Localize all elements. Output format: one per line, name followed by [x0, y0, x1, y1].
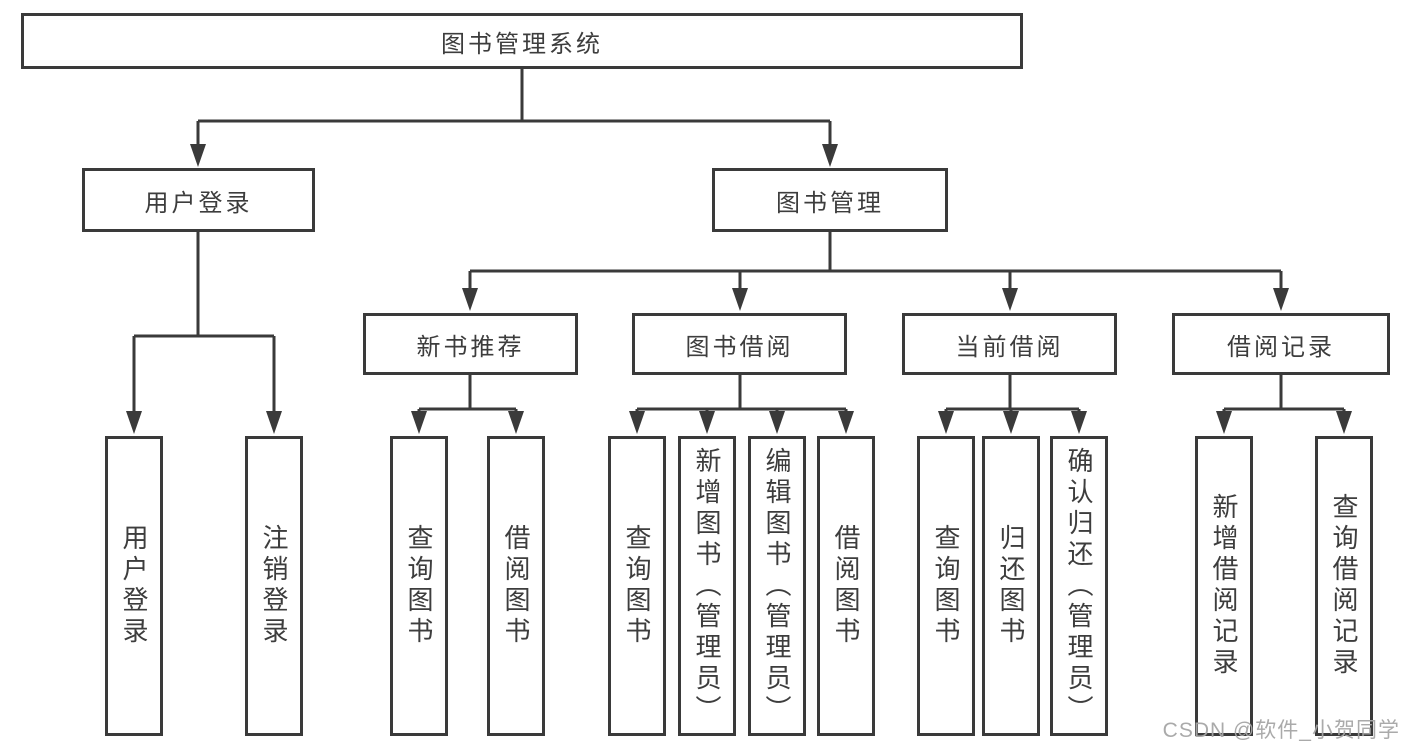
leaf-cb-return-books-label: 归还图书 — [996, 524, 1026, 648]
node-borrowing-records-label: 借阅记录 — [1227, 333, 1335, 361]
leaf-br-add-record-label: 新增借阅记录 — [1209, 493, 1239, 679]
node-new-book-recommend: 新书推荐 — [363, 313, 578, 375]
node-root-label: 图书管理系统 — [441, 30, 603, 58]
node-current-borrowing: 当前借阅 — [902, 313, 1117, 375]
leaf-cb-query-books: 查询图书 — [917, 436, 975, 736]
node-book-borrowing-label: 图书借阅 — [685, 333, 794, 361]
leaf-bb-query-books-label: 查询图书 — [622, 524, 652, 648]
leaf-cb-confirm-return-admin-label: 确认归还（管理员） — [1064, 446, 1094, 726]
leaf-nbr-query-books: 查询图书 — [390, 436, 448, 736]
arrowhead-icons — [126, 144, 1352, 434]
node-book-management-label: 图书管理 — [776, 189, 884, 217]
leaf-cb-query-books-label: 查询图书 — [931, 524, 961, 648]
leaf-cb-confirm-return-admin: 确认归还（管理员） — [1050, 436, 1108, 736]
node-borrowing-records: 借阅记录 — [1172, 313, 1390, 375]
leaf-user-login-label: 用户登录 — [119, 524, 149, 648]
leaf-bb-add-books-admin-label: 新增图书（管理员） — [692, 446, 722, 726]
node-book-management: 图书管理 — [712, 168, 948, 232]
leaf-bb-edit-books-admin: 编辑图书（管理员） — [748, 436, 806, 736]
node-new-book-recommend-label: 新书推荐 — [416, 333, 525, 361]
watermark: CSDN @软件_小贺同学 — [1162, 719, 1400, 742]
node-user-login-label: 用户登录 — [144, 189, 253, 217]
leaf-bb-edit-books-admin-label: 编辑图书（管理员） — [762, 446, 792, 726]
leaf-br-query-record: 查询借阅记录 — [1315, 436, 1373, 736]
leaf-nbr-borrow-books-label: 借阅图书 — [501, 524, 531, 648]
leaf-bb-borrow-books: 借阅图书 — [817, 436, 875, 736]
leaf-cb-return-books: 归还图书 — [982, 436, 1040, 736]
leaf-nbr-query-books-label: 查询图书 — [404, 524, 434, 648]
leaf-logout-label: 注销登录 — [259, 524, 289, 648]
node-root: 图书管理系统 — [21, 13, 1023, 69]
node-user-login: 用户登录 — [82, 168, 315, 232]
leaf-logout: 注销登录 — [245, 436, 303, 736]
leaf-br-query-record-label: 查询借阅记录 — [1329, 493, 1359, 679]
leaf-bb-borrow-books-label: 借阅图书 — [831, 524, 861, 648]
leaf-bb-add-books-admin: 新增图书（管理员） — [678, 436, 736, 736]
leaf-nbr-borrow-books: 借阅图书 — [487, 436, 545, 736]
leaf-br-add-record: 新增借阅记录 — [1195, 436, 1253, 736]
leaf-user-login: 用户登录 — [105, 436, 163, 736]
leaf-bb-query-books: 查询图书 — [608, 436, 666, 736]
node-book-borrowing: 图书借阅 — [632, 313, 847, 375]
node-current-borrowing-label: 当前借阅 — [955, 333, 1064, 361]
